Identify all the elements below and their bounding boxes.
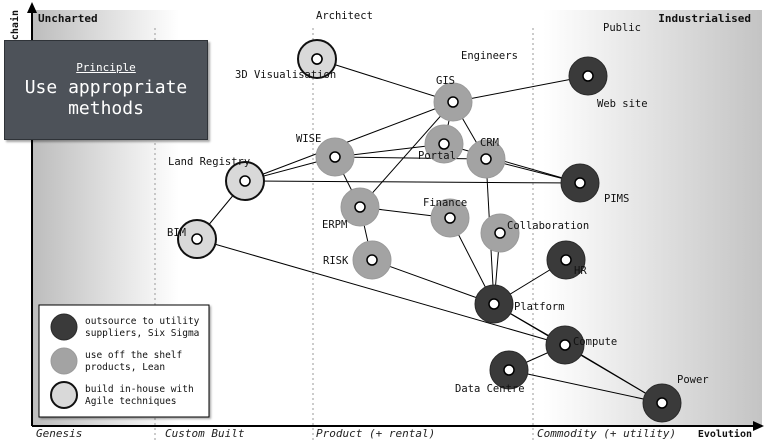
component-label-pims: PIMS xyxy=(604,193,629,205)
link-portal-pims xyxy=(443,143,581,184)
stage-product: Product (+ rental) xyxy=(316,427,435,440)
x-axis-arrow xyxy=(753,421,764,431)
component-dot xyxy=(311,53,323,65)
component-risk: RISK xyxy=(323,240,392,280)
component-dot xyxy=(354,201,366,213)
component-wise: WISE xyxy=(296,133,355,177)
component-label-3d-visualisation: 3D Visualisation xyxy=(235,69,336,81)
component-label-engineers: Engineers xyxy=(461,50,518,62)
component-label-wise: WISE xyxy=(296,133,321,145)
component-dot xyxy=(559,339,571,351)
legend-swatch-in_house xyxy=(50,381,78,409)
legend-text: products, Lean xyxy=(85,362,165,373)
legend-text: Agile techniques xyxy=(85,396,177,407)
component-label-hr: HR xyxy=(574,265,587,277)
link-gis-erpm xyxy=(359,101,454,208)
stage-custom-built: Custom Built xyxy=(165,427,245,440)
component-dot xyxy=(438,138,450,150)
component-web-site: Web site xyxy=(568,56,648,110)
component-dot xyxy=(329,151,341,163)
component-label-platform: Platform xyxy=(514,301,565,313)
component-pims: PIMS xyxy=(560,163,629,205)
component-dot xyxy=(582,70,594,82)
component-label-gis: GIS xyxy=(436,75,455,87)
principle-kicker: Principle xyxy=(76,61,136,74)
component-dot xyxy=(574,177,586,189)
component-label-power: Power xyxy=(677,374,709,386)
component-hr: HR xyxy=(546,240,587,280)
component-collaboration: Collaboration xyxy=(480,213,589,253)
component-dot xyxy=(488,298,500,310)
component-portal: Portal xyxy=(418,124,464,164)
legend-text: use off the shelf xyxy=(85,350,182,361)
link-web-site-gis xyxy=(452,75,589,103)
component-crm: CRM xyxy=(466,137,506,179)
legend-text: outsource to utility xyxy=(85,316,200,327)
component-label-public: Public xyxy=(603,22,641,34)
component-3d-visualisation: 3D Visualisation xyxy=(235,53,336,81)
component-data-centre: Data Centre xyxy=(455,350,529,395)
component-label-compute: Compute xyxy=(573,336,617,348)
component-dot xyxy=(560,254,572,266)
component-platform: Platform xyxy=(474,284,565,324)
component-land-registry: Land Registry xyxy=(168,156,265,201)
component-dot xyxy=(447,96,459,108)
link-land-registry-pims xyxy=(244,180,581,184)
component-label-portal: Portal xyxy=(418,150,456,162)
component-label-data-centre: Data Centre xyxy=(455,383,525,395)
component-dot xyxy=(239,175,251,187)
component-bim: BIM xyxy=(167,219,217,259)
corner-industrialised: Industrialised xyxy=(658,12,751,25)
legend-text: build in-house with xyxy=(85,384,194,395)
y-axis-arrow xyxy=(27,2,37,13)
component-dot xyxy=(503,364,515,376)
link-risk-platform xyxy=(371,259,495,305)
component-label-architect: Architect xyxy=(316,10,373,22)
component-dot xyxy=(480,153,492,165)
principle-title: Use appropriate methods xyxy=(24,77,188,119)
component-label-land-registry: Land Registry xyxy=(168,156,250,168)
component-label-risk: RISK xyxy=(323,255,349,267)
component-dot xyxy=(656,397,668,409)
link-architect-gis xyxy=(316,58,454,103)
legend-swatch-outsource xyxy=(50,313,78,341)
principle-panel: Principle Use appropriate methods xyxy=(4,40,208,140)
component-label-finance: Finance xyxy=(423,197,467,209)
component-erpm: ERPM xyxy=(322,187,380,231)
link-gis-land-registry xyxy=(244,101,454,182)
component-label-bim: BIM xyxy=(167,227,186,239)
stage-commodity: Commodity (+ utility) xyxy=(537,427,676,440)
component-finance: Finance xyxy=(423,197,470,238)
legend-text: suppliers, Six Sigma xyxy=(85,328,199,339)
link-bim-compute xyxy=(196,238,566,346)
component-dot xyxy=(191,233,203,245)
link-wise-crm xyxy=(334,156,487,160)
legend-swatch-off_the_shelf xyxy=(50,347,78,375)
component-label-crm: CRM xyxy=(480,137,499,149)
component-power: Power xyxy=(642,374,709,423)
component-dot xyxy=(494,227,506,239)
x-axis-label: Evolution xyxy=(698,428,752,440)
link-data-centre-power xyxy=(508,369,663,404)
component-label-collaboration: Collaboration xyxy=(507,220,589,232)
component-dot xyxy=(366,254,378,266)
component-label-web-site: Web site xyxy=(597,98,648,110)
component-label-erpm: ERPM xyxy=(322,219,347,231)
component-compute: Compute xyxy=(545,325,617,365)
component-dot xyxy=(444,212,456,224)
component-gis: GIS xyxy=(433,75,473,122)
corner-uncharted: Uncharted xyxy=(38,12,98,25)
stage-genesis: Genesis xyxy=(36,427,82,440)
